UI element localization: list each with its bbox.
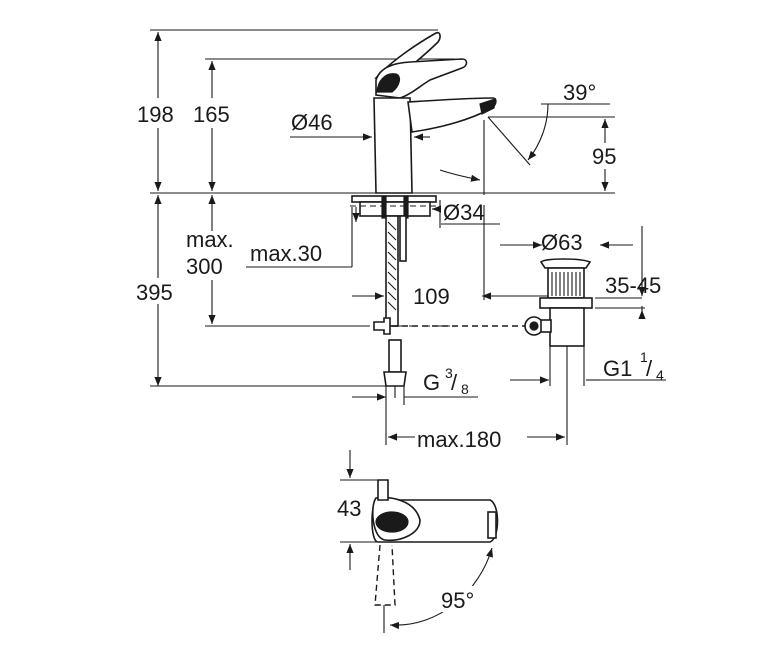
dim-43-label: 43 bbox=[337, 496, 361, 521]
dim-95-label: 95 bbox=[592, 144, 616, 169]
g114-label: G1 bbox=[603, 356, 632, 381]
g38-label: G bbox=[423, 370, 440, 395]
lever-handle bbox=[375, 58, 468, 99]
drain-body bbox=[549, 307, 585, 347]
spout-aerator bbox=[479, 98, 496, 115]
lever-cap bbox=[376, 73, 401, 93]
lever-swing-dashed bbox=[374, 544, 396, 606]
g38-den: 8 bbox=[461, 381, 469, 397]
g114-num: 1 bbox=[640, 349, 648, 365]
dim-max180-label: max.180 bbox=[417, 427, 501, 452]
svg-text:/: / bbox=[451, 370, 458, 395]
dim-max-label: max. bbox=[186, 227, 234, 252]
dim-109-label: 109 bbox=[413, 284, 450, 309]
drain-head bbox=[539, 258, 592, 269]
dim-34-label: Ø34 bbox=[443, 200, 485, 225]
dim-35-45-label: 35-45 bbox=[605, 273, 661, 298]
dim-63-label: Ø63 bbox=[541, 230, 583, 255]
dim-46-label: Ø46 bbox=[291, 110, 333, 135]
faucet-body bbox=[373, 97, 413, 194]
dim-39-arc bbox=[527, 103, 549, 161]
dim-198-label: 198 bbox=[137, 102, 174, 127]
mounting-plate bbox=[351, 195, 437, 203]
dim-95deg-label: 95° bbox=[441, 588, 474, 613]
dim-max30-label: max.30 bbox=[250, 241, 322, 266]
drain-nut bbox=[539, 297, 593, 309]
dim-39-label: 39° bbox=[563, 80, 596, 105]
dim-300-label: 300 bbox=[186, 254, 223, 279]
faucet-spout bbox=[407, 97, 497, 133]
g114-den: 4 bbox=[656, 367, 664, 383]
svg-text:/: / bbox=[646, 356, 653, 381]
g38-num: 3 bbox=[445, 365, 453, 381]
dim-165-label: 165 bbox=[193, 102, 230, 127]
dim-395-label: 395 bbox=[136, 280, 173, 305]
